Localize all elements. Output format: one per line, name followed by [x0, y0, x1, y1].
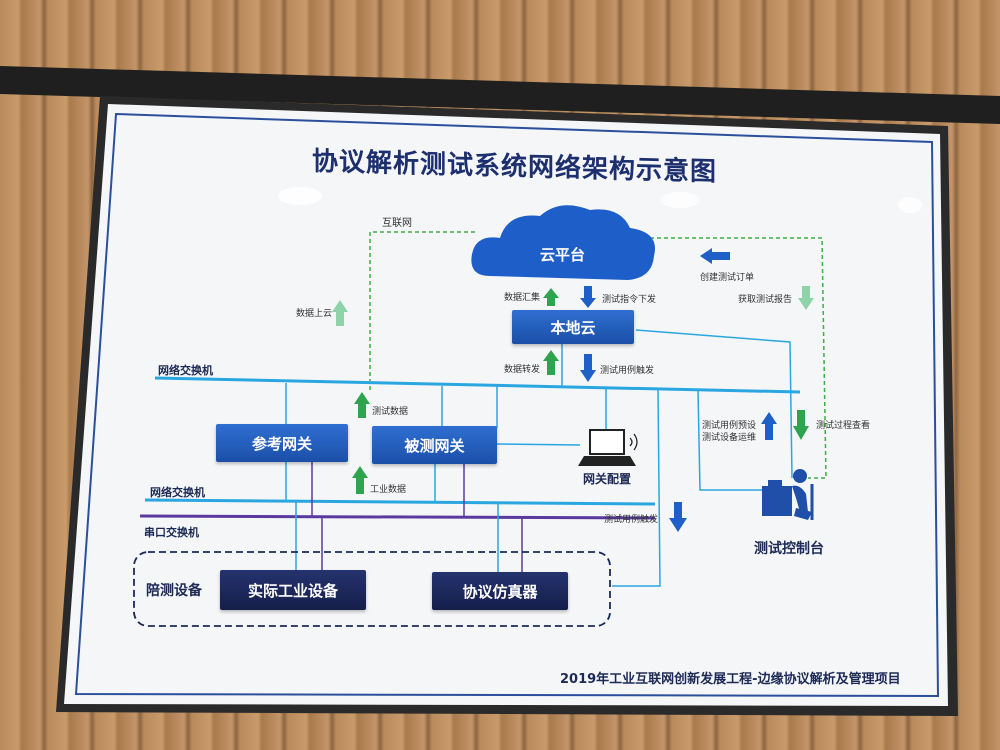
dut-gateway-label: 被测网关 [404, 436, 465, 455]
serial-switch-label: 串口交换机 [144, 526, 199, 539]
arrow-left-icon [700, 248, 730, 264]
footer-text: 2019年工业互联网创新发展工程-边缘协议解析及管理项目 [560, 672, 901, 687]
industrial-device-node: 实际工业设备 [220, 570, 366, 610]
network-switch-top-label: 网络交换机 [158, 364, 213, 377]
industrial-data-label: 工业数据 [370, 485, 407, 495]
companion-devices-box [133, 551, 611, 627]
arrow-up-icon [543, 350, 559, 375]
cloud-shape [471, 205, 655, 280]
create-test-order-label: 创建测试订单 [700, 273, 755, 283]
protocol-emulator-label: 协议仿真器 [462, 582, 538, 601]
test-console-label: 测试控制台 [754, 541, 824, 557]
test-case-trigger-bottom-label: 测试用例触发 [604, 515, 659, 525]
network-switch-bottom-line [144, 498, 656, 506]
operator-icon [762, 469, 814, 520]
reference-gateway-label: 参考网关 [251, 434, 312, 453]
laptop-icon [578, 429, 638, 466]
arrow-down-icon [798, 286, 814, 310]
device-ops-label: 测试设备运维 [702, 433, 757, 443]
network-switch-bottom-label: 网络交换机 [150, 486, 205, 499]
test-case-trigger-top-label: 测试用例触发 [600, 366, 655, 376]
data-forward-label: 数据转发 [504, 365, 541, 375]
cloud-platform-label: 云平台 [540, 246, 586, 264]
local-cloud-label: 本地云 [550, 318, 596, 337]
arrow-up-icon [352, 466, 368, 494]
test-data-label: 测试数据 [372, 407, 409, 417]
reference-gateway-node: 参考网关 [216, 424, 348, 462]
arrow-down-icon [580, 286, 596, 308]
get-test-report-label: 获取测试报告 [738, 295, 793, 305]
serial-switch-line [139, 514, 656, 520]
companion-devices-label: 陪测设备 [146, 583, 202, 599]
arrow-down-icon [580, 354, 596, 382]
arrow-up-icon [543, 288, 559, 306]
process-view-label: 测试过程查看 [816, 421, 871, 431]
arrow-up-icon [354, 392, 370, 418]
dut-gateway-node: 被测网关 [372, 426, 497, 464]
arrow-up-icon [332, 300, 348, 326]
arrow-down-icon [793, 410, 809, 440]
local-cloud-node: 本地云 [512, 310, 634, 344]
network-switch-top-line [154, 376, 801, 394]
data-to-cloud-label: 数据上云 [296, 309, 333, 319]
test-cmd-dispatch-label: 测试指令下发 [602, 295, 657, 305]
internet-dashed-line-right [650, 237, 827, 479]
arrow-up-icon [761, 412, 777, 440]
gateway-config-label: 网关配置 [583, 472, 632, 486]
data-aggregate-label: 数据汇集 [504, 293, 541, 303]
protocol-emulator-node: 协议仿真器 [432, 572, 568, 610]
arrow-down-icon [669, 502, 687, 532]
industrial-device-label: 实际工业设备 [247, 581, 338, 600]
test-preset-label: 测试用例预设 [702, 421, 757, 431]
internet-dashed-line [369, 231, 478, 390]
internet-label: 互联网 [382, 218, 412, 229]
